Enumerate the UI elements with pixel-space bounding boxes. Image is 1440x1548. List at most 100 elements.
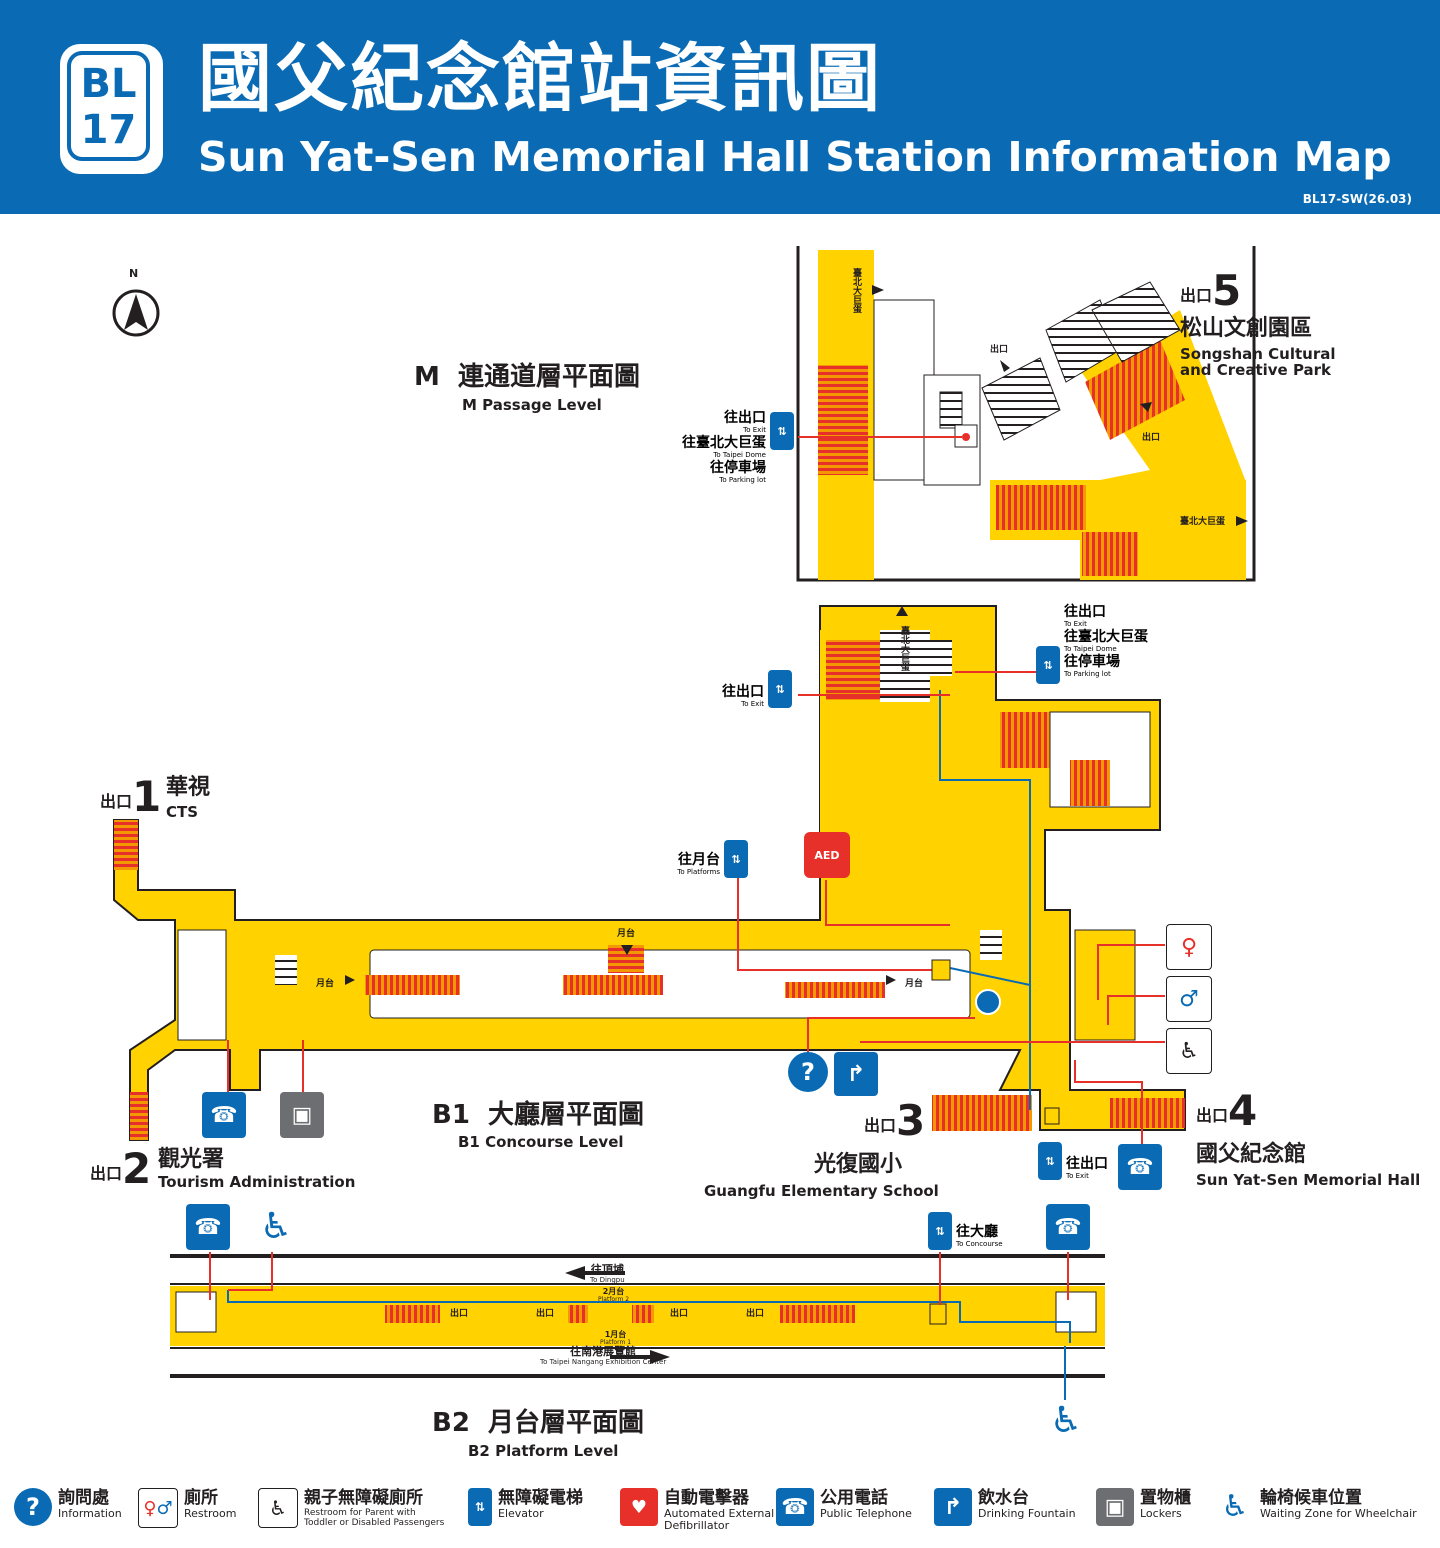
- b1-bottom-elevator-icon: ⇅: [1038, 1142, 1062, 1180]
- b1-platform-mark-right: 月台: [905, 979, 924, 989]
- information-icon: ?: [14, 1488, 52, 1526]
- drinking-fountain-icon: ↱: [934, 1488, 972, 1526]
- b2-p2-zh: 2月台: [602, 1287, 625, 1296]
- exit-1-number: 1: [132, 772, 162, 821]
- m-level-title: M 連通道層平面圖: [414, 362, 640, 392]
- b1-level-plan: [113, 605, 1186, 1148]
- m-level-title-en: M Passage Level: [462, 396, 602, 414]
- b1-platform-elev-en: To Platforms: [677, 868, 720, 876]
- b1-bottom-elevator-label: 往出口 To Exit: [1066, 1156, 1108, 1181]
- legend-wheelchair-zh: 輪椅候車位置: [1260, 1488, 1362, 1508]
- b1-ne-dest-2-en: To Taipei Dome: [1064, 645, 1117, 653]
- legend-information-zh: 詢問處: [58, 1488, 109, 1508]
- exit-5-name-zh: 松山文創園區: [1180, 316, 1313, 341]
- b2-concourse-label: 往大廳 To Concourse: [956, 1224, 1003, 1249]
- m-level-title-zh: 連通道層平面圖: [457, 362, 640, 392]
- b2-direction-top: 往頂埔 To Dingpu: [590, 1264, 625, 1285]
- exit-4-name-en: Sun Yat-Sen Memorial Hall: [1196, 1171, 1421, 1189]
- b1-telephone-icon-right: ☎: [1118, 1144, 1162, 1190]
- b2-dir-top-zh: 往頂埔: [590, 1263, 624, 1276]
- north-compass-icon: [112, 289, 160, 337]
- legend-restroom-zh: 廁所: [184, 1488, 218, 1508]
- line-badge: BL 17: [60, 44, 163, 174]
- b1-platform-elev-zh: 往月台: [678, 852, 720, 868]
- b2-dir-bot-en: To Taipei Nangang Exhibition Center: [540, 1358, 667, 1366]
- b2-p1-zh: 1月台: [604, 1330, 627, 1339]
- b1-telephone-icon-left: ☎: [202, 1092, 246, 1138]
- legend-lockers-en: Lockers: [1140, 1507, 1182, 1520]
- m-elev-dest-2-zh: 往臺北大巨蛋: [682, 435, 766, 451]
- locker-icon: ▣: [1096, 1488, 1134, 1526]
- b1-family-restroom-icon: ♿: [1166, 1028, 1212, 1074]
- exit-5-number: 5: [1212, 266, 1242, 315]
- exit-4-glyph: 出口: [1196, 1106, 1229, 1125]
- b1-bottom-elev-en: To Exit: [1066, 1172, 1089, 1180]
- exit-3-sign: 出口 3: [864, 1100, 925, 1142]
- exit-1-name-en: CTS: [166, 803, 199, 821]
- exit-2-glyph: 出口: [90, 1164, 123, 1183]
- legend-elevator-en: Elevator: [498, 1507, 544, 1520]
- aed-icon: ♥: [620, 1488, 658, 1526]
- exit-4-name-zh: 國父紀念館: [1196, 1142, 1307, 1167]
- b1-ne-elevator-destinations: 往出口 To Exit 往臺北大巨蛋 To Taipei Dome 往停車場 T…: [1064, 604, 1148, 679]
- legend-information-en: Information: [58, 1507, 122, 1520]
- b1-ne-dest-2-zh: 往臺北大巨蛋: [1064, 629, 1148, 645]
- page-title-en: Sun Yat-Sen Memorial Hall Station Inform…: [198, 133, 1392, 181]
- b2-p1-en: Platform 1: [600, 1339, 632, 1346]
- b2-level-plan: [170, 1252, 1105, 1400]
- b2-dir-bot-zh: 往南港展覽館: [570, 1345, 637, 1358]
- b2-direction-bottom: 往南港展覽館 To Taipei Nangang Exhibition Cent…: [540, 1346, 666, 1367]
- m-dome-mark-1: 臺北大巨蛋: [851, 268, 861, 313]
- b2-telephone-icon-right: ☎: [1046, 1204, 1090, 1250]
- b2-telephone-icon-left: ☎: [186, 1204, 230, 1250]
- b2-wheelchair-icon-right: ♿: [1049, 1400, 1083, 1441]
- m-exit-mark-a: 出口: [990, 345, 1009, 355]
- legend-fountain-zh: 飲水台: [978, 1488, 1029, 1508]
- b2-exit-mark-3: 出口: [670, 1309, 689, 1319]
- information-counter-icon: [975, 989, 1001, 1015]
- legend-aed-en2: Defibrillator: [664, 1519, 730, 1532]
- page-title-zh: 國父紀念館站資訊圖: [198, 36, 882, 122]
- badge-line-code: BL: [80, 61, 137, 107]
- b2-wheelchair-icon-left: ♿: [259, 1206, 293, 1247]
- wheelchair-icon: ♿: [1221, 1489, 1249, 1524]
- exit-1-glyph: 出口: [100, 792, 133, 811]
- exit-3-number: 3: [896, 1096, 926, 1145]
- map-code: BL17-SW(26.03): [1302, 192, 1412, 206]
- exit-2-name-en: Tourism Administration: [158, 1173, 356, 1191]
- exit-3-name-zh: 光復國小: [814, 1152, 903, 1177]
- b1-exit-elev-en: To Exit: [741, 700, 764, 708]
- exit-5-sign: 出口 5: [1180, 270, 1241, 312]
- exit-2-number: 2: [122, 1144, 152, 1193]
- b2-level-title-en: B2 Platform Level: [468, 1442, 619, 1460]
- m-elev-dest-3-zh: 往停車場: [710, 460, 766, 476]
- exit-5-name-en: Songshan Cultural and Creative Park: [1180, 345, 1336, 379]
- telephone-icon: ☎: [776, 1488, 814, 1526]
- legend-restroom-en: Restroom: [184, 1507, 237, 1520]
- compass-north-label: N: [129, 267, 139, 280]
- b2-level-prefix: B2: [432, 1408, 470, 1438]
- b1-ne-dest-3-zh: 往停車場: [1064, 654, 1120, 670]
- restroom-icon: ♀♂: [138, 1488, 178, 1528]
- header-bar: BL 17 國父紀念館站資訊圖 Sun Yat-Sen Memorial Hal…: [0, 0, 1440, 214]
- m-dome-mark-2: 臺北大巨蛋: [1180, 517, 1226, 527]
- legend-telephone-en: Public Telephone: [820, 1507, 912, 1520]
- b2-exit-mark-4: 出口: [746, 1309, 765, 1319]
- b2-exit-mark-2: 出口: [536, 1309, 555, 1319]
- b1-ne-dest-3-en: To Parking lot: [1064, 670, 1111, 678]
- b2-platform-2-label: 2月台 Platform 2: [598, 1287, 629, 1303]
- exit-1-name-zh: 華視: [166, 775, 211, 800]
- legend-elevator-zh: 無障礙電梯: [498, 1488, 583, 1508]
- b2-p2-en: Platform 2: [598, 1296, 630, 1303]
- b1-ne-dest-1-zh: 往出口: [1064, 604, 1106, 620]
- exit-1-sign: 出口 1: [100, 776, 161, 818]
- b2-elevator-icon: ⇅: [928, 1212, 952, 1250]
- legend-family-restroom-zh: 親子無障礙廁所: [304, 1488, 423, 1508]
- m-elev-dest-1-en: To Exit: [743, 426, 766, 434]
- b1-elevator-icon: [931, 959, 951, 981]
- legend-family-restroom-en: Restroom for Parent with: [304, 1508, 416, 1518]
- legend-wheelchair-en: Waiting Zone for Wheelchair: [1260, 1507, 1417, 1520]
